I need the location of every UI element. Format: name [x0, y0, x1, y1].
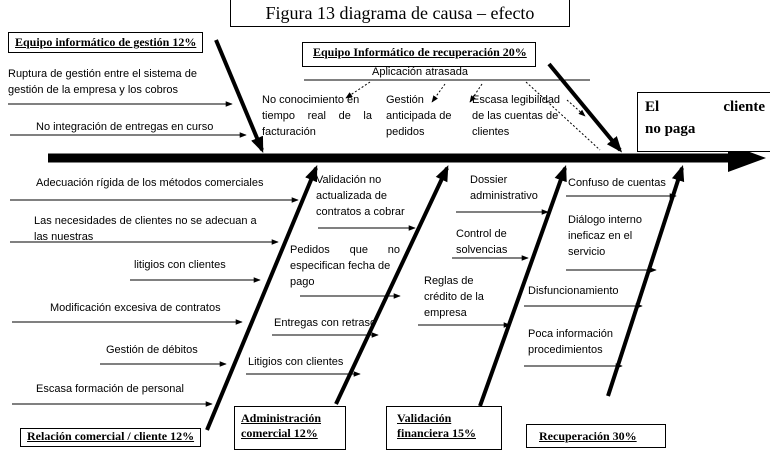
cause-poca-line2: procedimientos — [528, 344, 603, 356]
cause-control-line2: solvencias — [456, 244, 508, 256]
category-administracion: Administración comercial 12% — [234, 406, 346, 450]
cause-escasa-formacion: Escasa formación de personal — [36, 383, 184, 395]
effect-box: El cliente no paga — [637, 92, 770, 152]
cause-pedidos-line1: Pedidos que no — [290, 244, 400, 256]
cause-gestion-anticipada-line3: pedidos — [386, 126, 425, 138]
cause-control: Control de solvencias — [456, 226, 507, 258]
cause-escasa-legibilidad: Escasa legibilidad de las cuentas de cli… — [472, 92, 572, 140]
arrow-aplicacion-bone — [525, 81, 601, 151]
cause-gestion-anticipada: Gestión anticipada de pedidos — [386, 92, 464, 140]
figure-title: Figura 13 diagrama de causa – efecto — [230, 0, 570, 27]
cause-gestion-anticipada-line2: anticipada de — [386, 110, 452, 122]
cause-necesidades-line2: las nuestras — [34, 231, 94, 243]
cause-control-line1: Control de — [456, 228, 507, 240]
cause-validacion-no-line2: actualizada de — [316, 190, 387, 202]
category-recuperacion: Recuperación 30% — [526, 424, 666, 448]
cause-entregas: Entregas con retraso — [274, 317, 377, 329]
effect-line2: no paga — [645, 121, 696, 137]
cause-poca-line1: Poca información — [528, 328, 613, 340]
cause-escasa-legibilidad-line3: clientes — [472, 126, 510, 138]
cause-litigios-r: litigios con clientes — [134, 259, 226, 271]
cause-no-conocimiento-line2: tiempo real de la — [262, 110, 372, 122]
category-validacion-line2: financiera 15% — [397, 426, 476, 440]
cause-escasa-legibilidad-line2: de las cuentas de — [472, 110, 559, 122]
cause-no-conocimiento-line1: No conocimiento en — [262, 94, 360, 106]
cause-necesidades: Las necesidades de clientes no se adecua… — [34, 213, 257, 245]
arrow-no-conocimiento — [345, 81, 371, 99]
cause-necesidades-line1: Las necesidades de clientes no se adecua… — [34, 215, 257, 227]
cause-no-integracion: No integración de entregas en curso — [36, 121, 214, 133]
cause-dialogo-line1: Diálogo interno — [568, 214, 642, 226]
cause-no-conocimiento: No conocimiento en tiempo real de la fac… — [262, 92, 372, 140]
category-administracion-line1: Administración — [241, 411, 322, 425]
cause-dossier-line2: administrativo — [470, 190, 538, 202]
cause-dialogo: Diálogo interno ineficaz en el servicio — [568, 212, 642, 260]
bone-equipo-recuperacion — [547, 62, 623, 153]
cause-gestion-debitos: Gestión de débitos — [106, 344, 198, 356]
cause-validacion-no: Validación no actualizada de contratos a… — [316, 172, 405, 220]
cause-no-conocimiento-line3: facturación — [262, 126, 316, 138]
cause-modificacion: Modificación excesiva de contratos — [50, 302, 221, 314]
cause-ruptura-line2: gestión de la empresa y los cobros — [8, 84, 178, 96]
category-relacion-comercial: Relación comercial / cliente 12% — [20, 428, 202, 447]
bone-equipo-gestion — [214, 39, 264, 153]
category-validacion-line1: Validación — [397, 411, 452, 425]
bone-validacion — [478, 164, 567, 407]
category-equipo-gestion: Equipo informático de gestión 12% — [8, 32, 204, 53]
cause-dialogo-line3: servicio — [568, 246, 606, 258]
cause-litigios-a: Litigios con clientes — [248, 356, 344, 368]
bone-recuperacion — [606, 164, 685, 397]
cause-pedidos: Pedidos que no especifican fecha de pago — [290, 242, 400, 290]
arrow-escasa-to-bone — [566, 99, 586, 117]
cause-reglas-line2: crédito de la — [424, 291, 484, 303]
cause-aplicacion: Aplicación atrasada — [372, 66, 469, 78]
cause-confuso: Confuso de cuentas — [568, 177, 666, 189]
cause-adecuacion: Adecuación rígida de los métodos comerci… — [36, 177, 264, 189]
category-validacion: Validación financiera 15% — [386, 406, 502, 450]
cause-validacion-no-line1: Validación no — [316, 174, 382, 186]
cause-dialogo-line2: ineficaz en el — [568, 230, 633, 242]
cause-escasa-legibilidad-line1: Escasa legibilidad — [472, 94, 561, 106]
cause-disfuncionamiento: Disfuncionamiento — [528, 285, 619, 297]
cause-reglas-line1: Reglas de — [424, 275, 474, 287]
cause-pedidos-line2: especifican fecha de — [290, 260, 391, 272]
cause-dossier-line1: Dossier — [470, 174, 508, 186]
cause-ruptura-line1: Ruptura de gestión entre el sistema de — [8, 68, 197, 80]
cause-reglas-line3: empresa — [424, 307, 467, 319]
cause-poca: Poca información procedimientos — [528, 326, 613, 358]
category-administracion-line2: comercial 12% — [241, 426, 318, 440]
cause-dossier: Dossier administrativo — [470, 172, 538, 204]
cause-gestion-anticipada-line1: Gestión — [386, 94, 424, 106]
bone-relacion-comercial — [205, 165, 318, 431]
cause-pedidos-line3: pago — [290, 276, 315, 288]
cause-reglas: Reglas de crédito de la empresa — [424, 273, 484, 321]
category-equipo-recuperacion: Equipo Informático de recuperación 20% — [302, 42, 536, 67]
bone-administracion — [334, 165, 449, 405]
cause-validacion-no-line3: contratos a cobrar — [316, 206, 405, 218]
cause-ruptura: Ruptura de gestión entre el sistema de g… — [8, 66, 197, 98]
effect-line1: El cliente — [645, 99, 765, 115]
